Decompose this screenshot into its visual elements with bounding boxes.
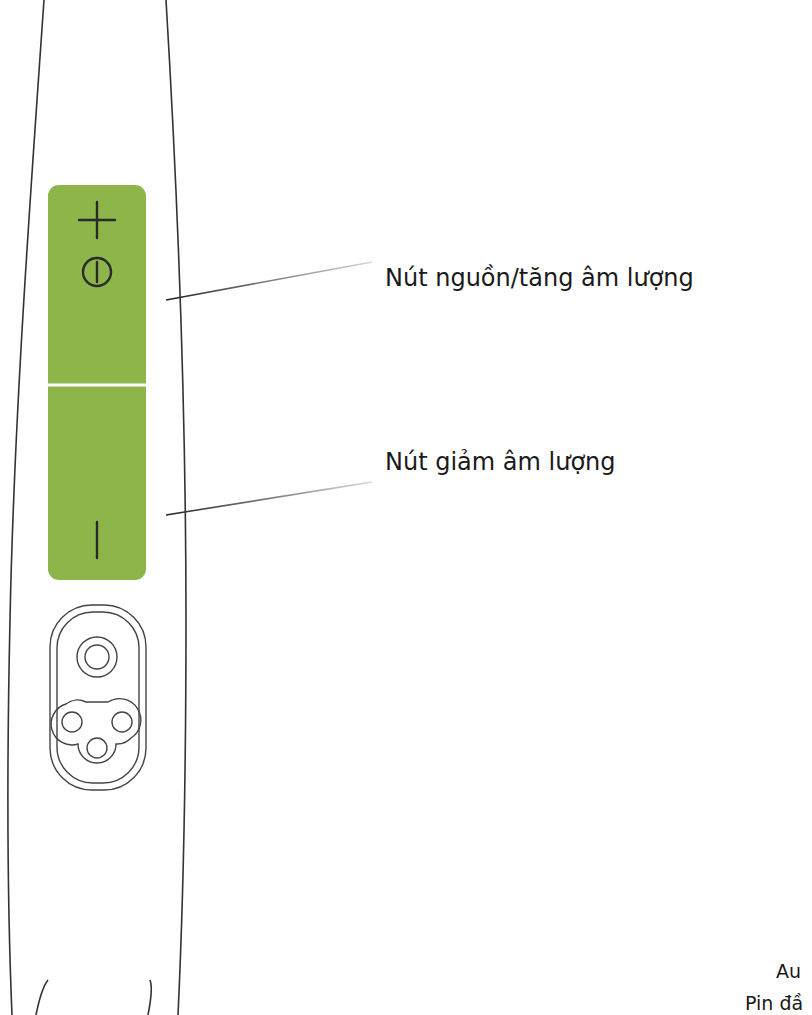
neckband-outline [8,0,186,1015]
leader-line [166,482,372,515]
pad-outline [50,605,146,790]
band-right-edge [166,0,186,1015]
volume-button-panel [48,185,146,580]
pad-button [77,637,117,677]
control-pad [50,605,146,790]
band-end-left [36,980,48,1015]
plus-symbol [79,219,115,221]
band-end-right [148,980,151,1015]
pad-button [87,738,107,758]
pad-cluster [51,699,141,763]
pad-button [85,645,109,669]
part-label: Pin đầ [745,994,803,1013]
minus-symbol [96,522,98,558]
leader-line [166,262,372,300]
button-symbols [79,202,115,558]
pad-button [112,712,132,732]
button-divider [48,384,146,387]
power-symbol [96,262,98,282]
power-symbol [83,258,111,286]
band-left-edge [8,0,44,1015]
pad-button [62,712,82,732]
pad-inner-outline [57,612,139,783]
part-label: Au [776,962,801,981]
part-label: Nút nguồn/tăng âm lượng [385,266,694,290]
part-label: Nút giảm âm lượng [385,450,616,474]
